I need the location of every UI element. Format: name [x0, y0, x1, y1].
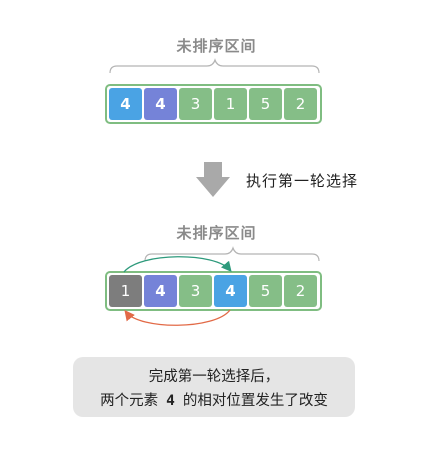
- top-cell-3: 1: [214, 88, 247, 120]
- bottom-cell-4: 5: [249, 275, 282, 307]
- down-arrow-icon: [196, 162, 230, 197]
- top-unsorted-label: 未排序区间: [176, 37, 257, 55]
- bottom-cell-5: 2: [284, 275, 317, 307]
- step-description: 执行第一轮选择: [246, 172, 359, 190]
- top-cell-5: 2: [284, 88, 317, 120]
- bottom-cell-0: 1: [109, 275, 142, 307]
- note-line-2-prefix: 两个元素: [100, 393, 159, 409]
- top-brace: [109, 58, 320, 74]
- bottom-cell-3: 4: [214, 275, 247, 307]
- bottom-cell-2: 3: [179, 275, 212, 307]
- note-line-1: 完成第一轮选择后，: [148, 369, 280, 385]
- top-cell-2: 3: [179, 88, 212, 120]
- bottom-brace: [144, 246, 320, 262]
- note-line-2-suffix: 的相对位置发生了改变: [182, 393, 328, 409]
- note-line-2: 两个元素 4 的相对位置发生了改变: [73, 389, 355, 413]
- swap-arc-bottom: [124, 309, 231, 326]
- bottom-cell-1: 4: [144, 275, 177, 307]
- explanation-note: 完成第一轮选择后， 两个元素 4 的相对位置发生了改变: [73, 357, 355, 417]
- top-cell-4: 5: [249, 88, 282, 120]
- top-cell-0: 4: [109, 88, 142, 120]
- bottom-unsorted-label: 未排序区间: [176, 224, 257, 242]
- swap-arc-top: [123, 256, 232, 273]
- note-line-2-number: 4: [166, 393, 175, 409]
- top-cell-1: 4: [144, 88, 177, 120]
